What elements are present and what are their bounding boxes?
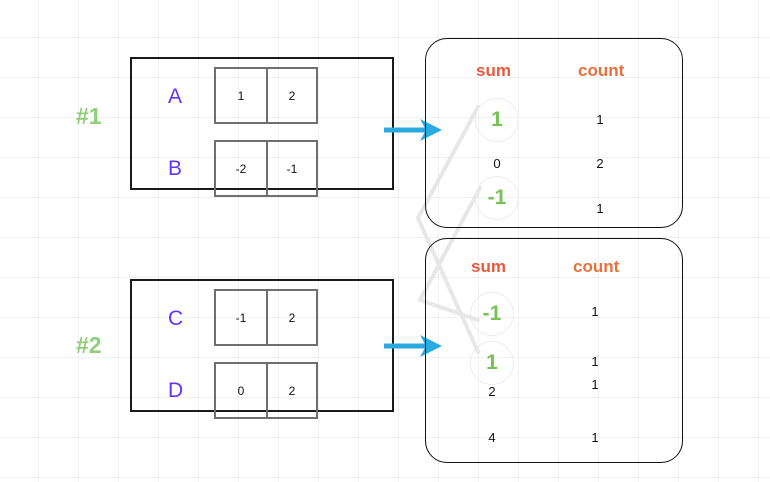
panel-2-count-2: 1 <box>591 377 599 392</box>
cell-d-0: 0 <box>237 383 245 398</box>
result-panel-2: sum count <box>425 238 683 463</box>
panel-2-count-0: 1 <box>591 304 599 319</box>
result-panel-1: sum count <box>425 38 683 228</box>
panel-1-count-1: 2 <box>596 156 604 171</box>
group-label-2: #2 <box>76 332 102 358</box>
panel-1-sum-0: 1 <box>491 108 503 131</box>
row-cells-c: -1 2 <box>214 289 318 346</box>
row-label-b: B <box>168 157 183 180</box>
row-cells-b: -2 -1 <box>214 140 318 197</box>
cell-a-1: 2 <box>266 69 316 122</box>
highlight-circle-p1-r0 <box>475 98 519 142</box>
highlight-circle-p2-r0 <box>470 292 514 336</box>
row-label-a: A <box>168 85 183 108</box>
group-label-1: #1 <box>76 103 102 129</box>
cell-d-1: 2 <box>266 364 316 417</box>
panel-1-header-count: count <box>578 61 625 80</box>
cell-c-1: 2 <box>266 291 316 344</box>
cell-a-0: 1 <box>237 88 245 103</box>
cell-b-0: -2 <box>235 161 247 176</box>
cell-b-1: -1 <box>266 142 316 195</box>
panel-1-count-0: 1 <box>596 112 604 127</box>
panel-1-sum-1: 0 <box>493 156 501 171</box>
panel-2-count-1: 1 <box>591 354 599 369</box>
group-box-1: A 1 2 B -2 -1 <box>130 57 394 197</box>
row-cells-a: 1 2 <box>214 67 318 124</box>
panel-2-sum-3: 4 <box>488 430 496 445</box>
row-cells-d: 0 2 <box>214 362 318 419</box>
panel-2-header-count: count <box>573 257 620 276</box>
panel-1-sum-2: -1 <box>487 186 507 209</box>
row-label-d: D <box>168 379 184 402</box>
panel-1-header-sum: sum <box>476 61 511 80</box>
panel-1-count-2: 1 <box>596 201 604 216</box>
panel-2-sum-0: -1 <box>482 302 502 325</box>
panel-2-sum-2: 2 <box>488 384 496 399</box>
highlight-circle-p2-r1 <box>470 341 514 385</box>
group-box-2: C -1 2 D 0 2 <box>130 279 394 419</box>
cell-c-0: -1 <box>235 310 247 325</box>
highlight-circle-p1-r2 <box>475 176 519 220</box>
row-label-c: C <box>168 307 184 330</box>
panel-2-count-3: 1 <box>591 430 599 445</box>
panel-2-sum-1: 1 <box>486 351 498 374</box>
panel-2-header-sum: sum <box>471 257 506 276</box>
